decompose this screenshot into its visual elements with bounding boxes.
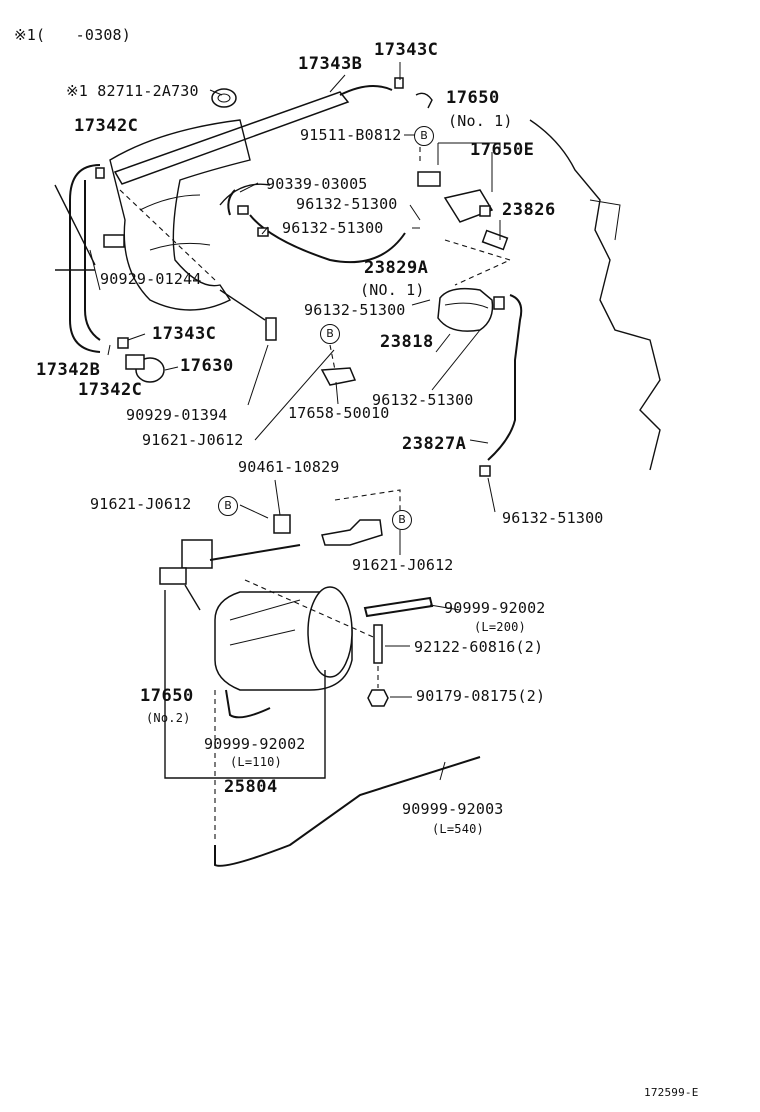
- part-label: 17342B: [36, 360, 101, 380]
- engine-outline: [529, 119, 661, 471]
- part-label: (No.2): [146, 711, 191, 725]
- part-label: (L=110): [230, 755, 282, 769]
- grommet-icon: [211, 88, 237, 108]
- part-label: 17342C: [74, 116, 139, 136]
- part-label: (NO. 1): [360, 281, 425, 299]
- part-label: 96132-51300: [282, 219, 384, 237]
- hose-90999-92002-l200: [363, 596, 434, 618]
- part-label: 17650E: [470, 140, 535, 160]
- part-label: 17650: [140, 686, 194, 706]
- part-label: 90999-92002: [204, 735, 306, 753]
- part-label: 17343C: [152, 324, 217, 344]
- bracket-17658-50010: [320, 367, 357, 386]
- vsv-17650-no1: [417, 171, 441, 187]
- part-label: 96132-51300: [502, 509, 604, 527]
- part-label: 17343C: [374, 40, 439, 60]
- part-label: 25804: [224, 777, 278, 797]
- part-label: 90999-92002: [444, 599, 546, 617]
- connector-90929-01394: [265, 317, 277, 341]
- callout-b: B: [218, 496, 238, 516]
- part-label: 90929-01394: [126, 406, 228, 424]
- part-label: 23826: [502, 200, 556, 220]
- canister-23818: [437, 287, 494, 332]
- part-label: 17342C: [78, 380, 143, 400]
- connector-91621-upper: [321, 519, 383, 546]
- part-label: 92122-60816(2): [414, 638, 544, 656]
- part-label: 96132-51300: [304, 301, 406, 319]
- clip-17343c-top: [394, 77, 404, 89]
- part-label: 91621-J0612: [142, 431, 244, 449]
- hose-vsv-canister: [209, 544, 301, 561]
- part-label: 17343B: [298, 54, 363, 74]
- bracket-90461-10829: [273, 514, 291, 534]
- vsv-17650-no2: [181, 539, 213, 569]
- part-label: (L=200): [474, 620, 526, 634]
- part-label: 91621-J0612: [352, 556, 454, 574]
- nut-90179: [367, 689, 389, 707]
- part-label: 23818: [380, 332, 434, 352]
- part-label: 90999-92003: [402, 800, 504, 818]
- figure-code: 172599-E: [644, 1086, 699, 1099]
- part-label: (No. 1): [448, 112, 513, 130]
- intake-duct: [109, 119, 251, 311]
- filter-23826: [481, 229, 509, 251]
- header-note: ※1( -0308): [14, 26, 132, 44]
- hose-top-right: [339, 85, 393, 96]
- callout-b: B: [414, 126, 434, 146]
- part-label: 96132-51300: [372, 391, 474, 409]
- part-label: ※1 82711-2A730: [66, 82, 199, 100]
- part-label: 17658-50010: [288, 404, 390, 422]
- pipe-17343b: [113, 91, 350, 185]
- part-label: 90461-10829: [238, 458, 340, 476]
- part-label: 17650: [446, 88, 500, 108]
- part-label: 23827A: [402, 434, 467, 454]
- hose-90999-92003-l540: [214, 756, 481, 867]
- part-label: 23829A: [364, 258, 429, 278]
- hose-90999-92002-l110: [225, 689, 271, 719]
- callout-b: B: [392, 510, 412, 530]
- clip-17343c-mid: [117, 337, 129, 349]
- part-label: 17630: [180, 356, 234, 376]
- part-label: 90929-01244: [100, 270, 202, 288]
- part-label: 90339-03005: [266, 175, 368, 193]
- part-label: 96132-51300: [296, 195, 398, 213]
- bracket-90929-01244: [103, 234, 125, 248]
- part-label: 90179-08175(2): [416, 687, 546, 705]
- callout-b: B: [320, 324, 340, 344]
- stud-92122: [373, 624, 383, 664]
- part-label: 91621-J0612: [90, 495, 192, 513]
- hose-23827a: [487, 294, 523, 461]
- clip-17342c: [95, 167, 105, 179]
- part-label: 91511-B0812: [300, 126, 402, 144]
- part-label: (L=540): [432, 822, 484, 836]
